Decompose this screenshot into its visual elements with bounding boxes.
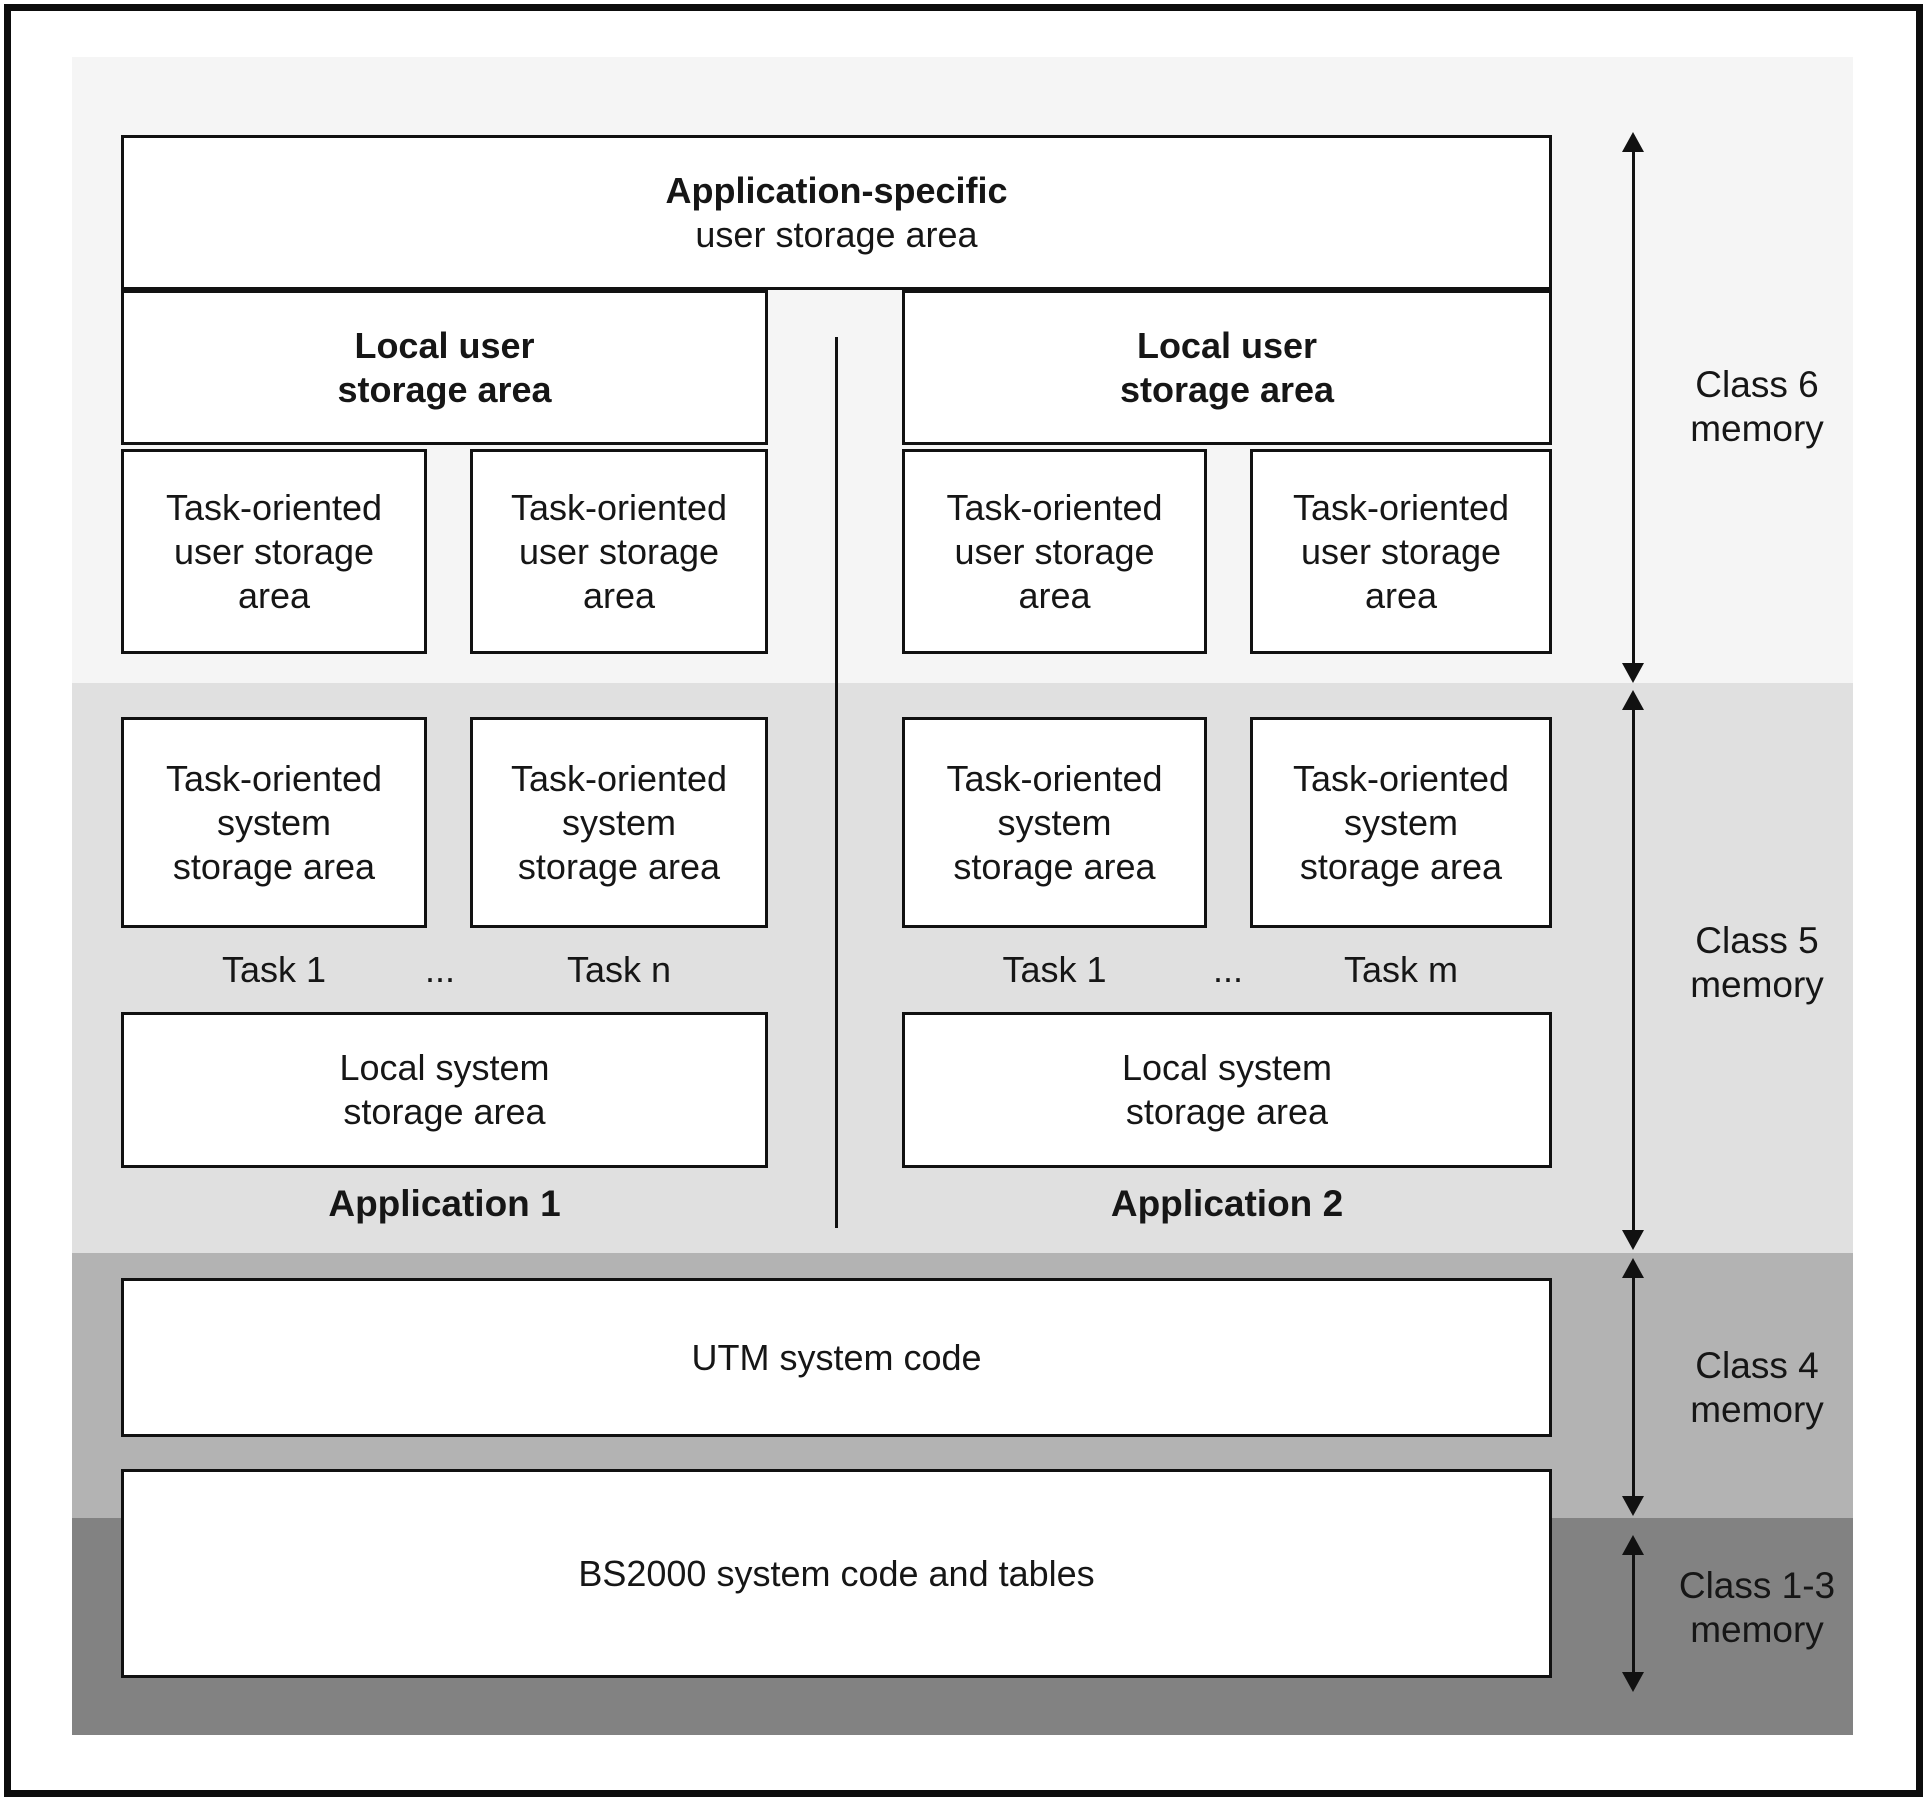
class5-memory-label: Class 5 memory xyxy=(1640,919,1874,1007)
box-text-line2: user storage xyxy=(1300,530,1502,572)
arrow-up-icon xyxy=(1622,690,1644,710)
application-specific-user-storage-box: Application-specific user storage area xyxy=(121,135,1552,290)
arrow-shaft xyxy=(1631,1278,1635,1496)
class-label-line1: Class 4 xyxy=(1695,1345,1819,1386)
box-text: Task-oriented xyxy=(510,757,728,799)
class-label-line2: memory xyxy=(1690,964,1824,1005)
task-ellipsis-app1: ... xyxy=(424,949,455,990)
box-text: Local system xyxy=(1121,1047,1333,1088)
box-text-line3: storage area xyxy=(172,845,376,887)
box-text: Task-oriented xyxy=(946,486,1163,528)
class-label-line1: Class 1-3 xyxy=(1678,1565,1836,1606)
box-text-line2: storage area xyxy=(343,1091,546,1132)
box-text-line2: system xyxy=(216,801,331,843)
class-label-line2: memory xyxy=(1690,408,1824,449)
box-text: Task-oriented xyxy=(1292,757,1510,799)
arrow-shaft xyxy=(1631,152,1635,663)
arrow-up-icon xyxy=(1622,132,1644,152)
box-text-line3: storage area xyxy=(517,845,721,887)
box-title-line2: storage area xyxy=(1119,368,1335,410)
class-label-line1: Class 6 xyxy=(1695,364,1819,405)
box-text-line3: storage area xyxy=(1299,845,1503,887)
task-system-storage-box-app1-taskn: Task-oriented system storage area xyxy=(470,717,768,928)
box-title: Local user xyxy=(1136,324,1318,366)
box-title: Local user xyxy=(354,324,535,366)
task-user-storage-box-app1-taskn: Task-oriented user storage area xyxy=(470,449,768,654)
arrow-down-icon xyxy=(1622,1496,1644,1516)
arrow-down-icon xyxy=(1622,1672,1644,1692)
box-text-line2: system xyxy=(997,801,1112,843)
class-label-line2: memory xyxy=(1690,1609,1824,1650)
task-system-storage-box-app2-task1: Task-oriented system storage area xyxy=(902,717,1207,928)
application2-label: Application 2 xyxy=(1110,1183,1344,1224)
box-subtitle: user storage area xyxy=(695,213,978,255)
box-text-line2: storage area xyxy=(1125,1091,1329,1132)
class4-memory-label: Class 4 memory xyxy=(1640,1344,1874,1432)
class13-extent-arrow xyxy=(1621,1535,1645,1692)
local-user-storage-box-app2: Local user storage area xyxy=(902,290,1552,445)
box-text: Task-oriented xyxy=(510,486,728,528)
utm-system-code-box: UTM system code xyxy=(121,1278,1552,1437)
box-text-line2: system xyxy=(561,801,676,843)
box-text: Task-oriented xyxy=(946,757,1163,799)
class6-memory-label: Class 6 memory xyxy=(1640,363,1874,451)
local-system-storage-box-app1: Local system storage area xyxy=(121,1012,768,1168)
task-system-storage-box-app2-taskm: Task-oriented system storage area xyxy=(1250,717,1552,928)
arrow-down-icon xyxy=(1622,663,1644,683)
box-text-line2: system xyxy=(1343,801,1458,843)
task-user-storage-box-app2-taskm: Task-oriented user storage area xyxy=(1250,449,1552,654)
box-text-line3: area xyxy=(237,574,311,616)
application-separator-line xyxy=(835,337,838,1228)
box-text-line2: user storage xyxy=(173,530,375,572)
class6-extent-arrow xyxy=(1621,132,1645,683)
box-text: Local system xyxy=(339,1047,550,1088)
box-text: Task-oriented xyxy=(165,757,383,799)
taskm-label-app2: Task m xyxy=(1343,949,1458,990)
box-text-line2: user storage xyxy=(518,530,720,572)
box-text-line3: area xyxy=(1018,574,1091,616)
task1-label-app1: Task 1 xyxy=(221,949,327,990)
arrow-shaft xyxy=(1631,710,1635,1230)
task-system-storage-box-app1-task1: Task-oriented system storage area xyxy=(121,717,427,928)
outer-border xyxy=(4,4,1923,1797)
box-text: Task-oriented xyxy=(1292,486,1510,528)
task1-label-app2: Task 1 xyxy=(1002,949,1107,990)
local-user-storage-box-app1: Local user storage area xyxy=(121,290,768,445)
task-user-storage-box-app2-task1: Task-oriented user storage area xyxy=(902,449,1207,654)
box-title: Application-specific xyxy=(665,169,1008,211)
taskn-label-app1: Task n xyxy=(566,949,672,990)
box-text: UTM system code xyxy=(691,1336,982,1378)
box-text-line2: user storage xyxy=(954,530,1155,572)
task-ellipsis-app2: ... xyxy=(1212,949,1243,990)
class4-extent-arrow xyxy=(1621,1258,1645,1516)
arrow-down-icon xyxy=(1622,1230,1644,1250)
box-title-line2: storage area xyxy=(337,368,552,410)
box-text-line3: storage area xyxy=(953,845,1156,887)
task-user-storage-box-app1-task1: Task-oriented user storage area xyxy=(121,449,427,654)
class-label-line1: Class 5 xyxy=(1695,920,1819,961)
box-text-line3: area xyxy=(1364,574,1438,616)
class5-extent-arrow xyxy=(1621,690,1645,1250)
box-text: BS2000 system code and tables xyxy=(578,1552,1095,1594)
bs2000-system-code-box: BS2000 system code and tables xyxy=(121,1469,1552,1678)
arrow-up-icon xyxy=(1622,1258,1644,1278)
box-text: Task-oriented xyxy=(165,486,383,528)
box-text-line3: area xyxy=(582,574,656,616)
class13-memory-label: Class 1-3 memory xyxy=(1640,1564,1874,1652)
arrow-shaft xyxy=(1631,1555,1635,1672)
local-system-storage-box-app2: Local system storage area xyxy=(902,1012,1552,1168)
application1-label: Application 1 xyxy=(328,1183,561,1224)
arrow-up-icon xyxy=(1622,1535,1644,1555)
class-label-line2: memory xyxy=(1690,1389,1824,1430)
